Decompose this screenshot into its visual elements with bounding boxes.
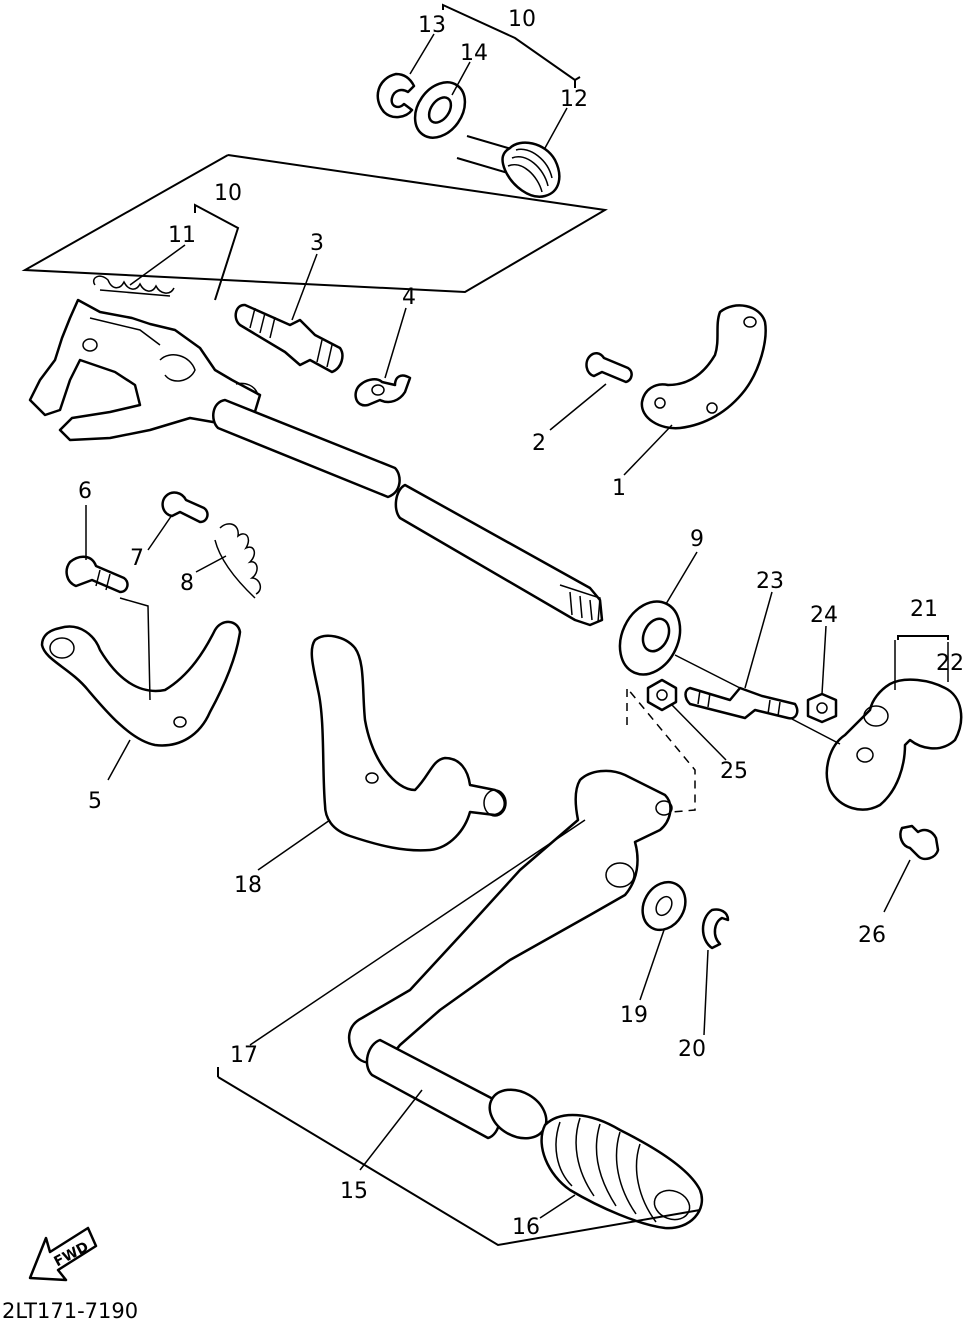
callout-22: 22 — [936, 651, 964, 676]
nut-25-part — [646, 678, 678, 712]
bolt-7-part — [161, 491, 209, 524]
callout-3: 3 — [310, 231, 324, 256]
tie-rod-dash-frame — [626, 685, 696, 813]
tie-rod-23-part — [684, 686, 799, 720]
callout-13: 13 — [418, 13, 446, 38]
lever-5-part — [40, 620, 242, 747]
group-21-bracket — [897, 635, 949, 640]
washer-19-part — [641, 880, 687, 932]
stopper-4-part — [354, 374, 412, 407]
lever-18-part — [310, 634, 507, 852]
callout-9: 9 — [690, 527, 704, 552]
fwd-arrow-icon: FWD — [28, 1226, 98, 1282]
shift-pedal-17-part — [347, 769, 673, 1140]
lower-frame-outline — [217, 1076, 701, 1247]
callout-12: 12 — [560, 87, 588, 112]
callout-8: 8 — [180, 571, 194, 596]
group-10-top-bracket — [442, 3, 581, 88]
callout-16: 16 — [512, 1215, 540, 1240]
callout-19: 19 — [620, 1003, 648, 1028]
callout-6: 6 — [78, 479, 92, 504]
shift-shaft-arm-part — [28, 298, 262, 442]
torsion-spring-12-part — [456, 135, 561, 198]
callout-2: 2 — [532, 431, 546, 456]
screw-2-part — [585, 352, 633, 384]
callout-23: 23 — [756, 569, 784, 594]
callout-7: 7 — [130, 546, 144, 571]
clip-20-part — [701, 908, 730, 950]
diagram-code: 2LT171-7190 — [2, 1299, 138, 1323]
callout-labels: 10 13 14 12 10 11 3 4 2 1 6 7 8 5 9 23 2… — [78, 7, 964, 1240]
callout-11: 11 — [168, 223, 196, 248]
bolt-26-part — [899, 824, 940, 861]
top-frame-outline — [21, 154, 608, 294]
group-10-bracket — [194, 203, 240, 301]
nut-24-part — [806, 692, 838, 724]
callout-15: 15 — [340, 1179, 368, 1204]
circlip-13-part — [376, 72, 416, 119]
bolt-6-part — [65, 555, 129, 594]
bracket-1-part — [640, 304, 767, 430]
callout-18: 18 — [234, 873, 262, 898]
lever-5-dash-line — [119, 597, 151, 701]
callout-14: 14 — [460, 41, 488, 66]
callout-5: 5 — [88, 789, 102, 814]
callout-10-mid: 10 — [214, 181, 242, 206]
callout-1: 1 — [612, 476, 626, 501]
callout-10-top: 10 — [508, 7, 536, 32]
callout-21: 21 — [910, 597, 938, 622]
callout-24: 24 — [810, 603, 838, 628]
washer-14-part — [413, 81, 467, 139]
spring-8-part — [214, 523, 262, 599]
stud-bolt-3-part — [234, 303, 344, 374]
footrest-rubber-16-part — [540, 1113, 703, 1230]
callout-25: 25 — [720, 759, 748, 784]
callout-20: 20 — [678, 1037, 706, 1062]
leader-lines — [85, 33, 949, 1219]
spring-11-part — [93, 275, 175, 297]
callout-17: 17 — [230, 1043, 258, 1068]
shift-shaft-part — [212, 382, 604, 627]
oil-seal-9-part — [618, 600, 682, 676]
callout-4: 4 — [402, 285, 416, 310]
rod-end-21-22-part — [825, 678, 963, 811]
callout-26: 26 — [858, 923, 886, 948]
